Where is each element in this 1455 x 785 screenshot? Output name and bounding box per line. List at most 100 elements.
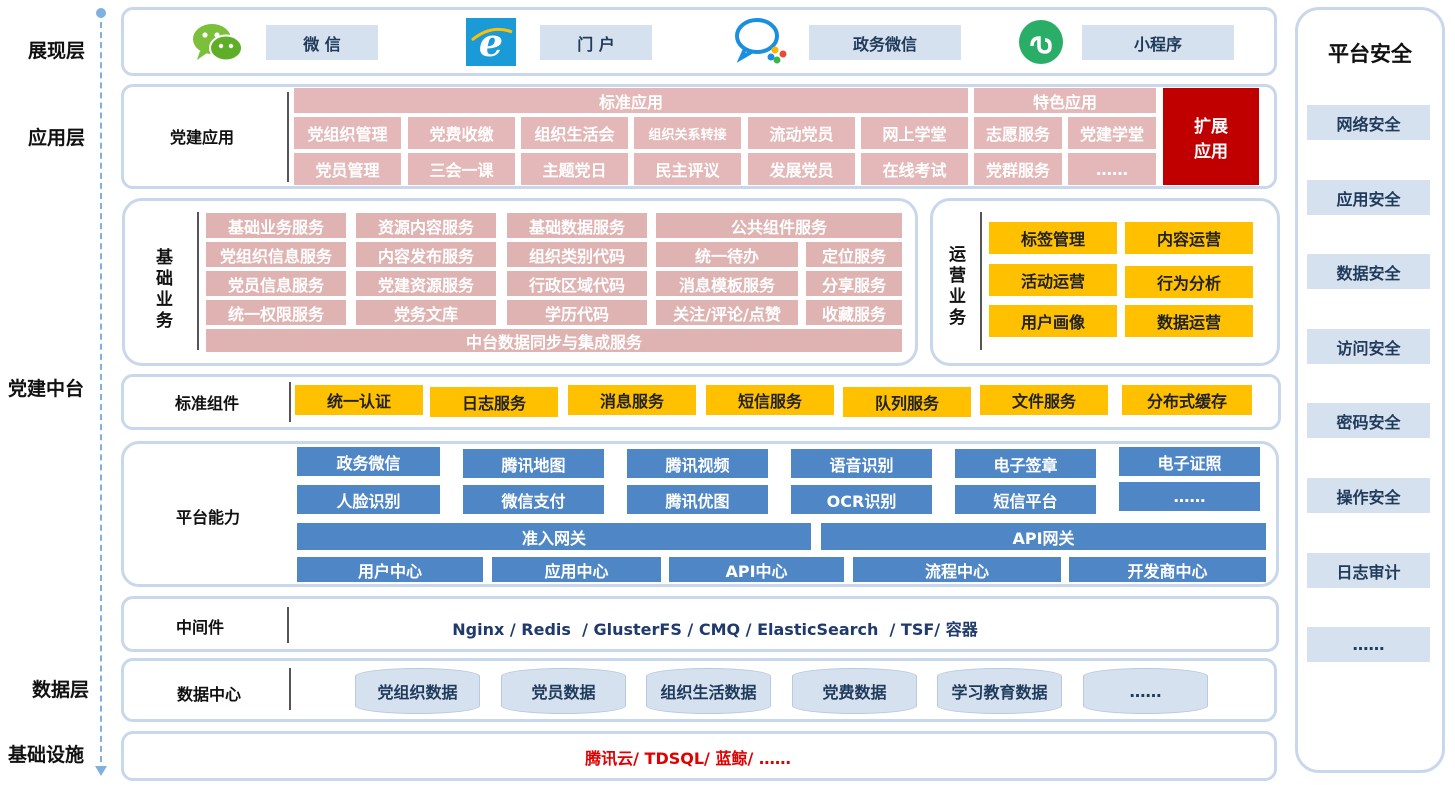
capability-item[interactable]: 电子证照 — [1119, 447, 1260, 476]
feature-app-item[interactable]: 党建学堂 — [1068, 117, 1156, 149]
party-app-label: 党建应用 — [169, 128, 234, 147]
service-item[interactable]: 组织类别代码 — [507, 242, 647, 267]
capability-item[interactable]: 微信支付 — [463, 485, 604, 514]
service-item[interactable]: 党建资源服务 — [356, 271, 496, 296]
platform-capability-label: 平台能力 — [175, 508, 240, 527]
database-cylinder[interactable]: 党费数据 — [792, 668, 917, 714]
service-item[interactable]: 内容发布服务 — [356, 242, 496, 267]
operation-item[interactable]: 行为分析 — [1125, 266, 1253, 298]
middleware-list: Nginx / Redis / GlusterFS / CMQ / Elasti… — [452, 620, 978, 639]
component-item[interactable]: 统一认证 — [295, 385, 423, 415]
capability-item[interactable]: 短信平台 — [955, 485, 1096, 514]
service-item[interactable]: 统一权限服务 — [206, 300, 346, 325]
service-item[interactable]: 消息模板服务 — [656, 271, 798, 296]
service-item[interactable]: 党组织信息服务 — [206, 242, 346, 267]
security-item[interactable]: …… — [1307, 627, 1430, 662]
data-center-label: 数据中心 — [176, 685, 241, 704]
app-item[interactable]: 党组织管理 — [294, 117, 401, 149]
operation-label: 运营业务 — [945, 245, 965, 329]
data-sync-service[interactable]: 中台数据同步与集成服务 — [206, 329, 902, 352]
service-item[interactable]: 党员信息服务 — [206, 271, 346, 296]
component-item[interactable]: 短信服务 — [706, 385, 834, 415]
app-item[interactable]: 三会一课 — [408, 153, 515, 185]
gov-wechat-icon — [733, 16, 789, 66]
service-item[interactable]: 定位服务 — [806, 242, 902, 267]
service-item[interactable]: 行政区域代码 — [507, 271, 647, 296]
component-item[interactable]: 分布式缓存 — [1122, 385, 1252, 415]
operation-item[interactable]: 数据运营 — [1125, 305, 1253, 337]
channel-wechat-label[interactable]: 微 信 — [266, 25, 378, 60]
feature-app-item[interactable]: 志愿服务 — [974, 117, 1062, 149]
security-item[interactable]: 访问安全 — [1307, 329, 1430, 364]
capability-item[interactable]: 腾讯视频 — [627, 449, 768, 478]
security-item[interactable]: 操作安全 — [1307, 478, 1430, 513]
service-item[interactable]: 学历代码 — [507, 300, 647, 325]
app-item[interactable]: 党费收缴 — [408, 117, 515, 149]
center-item[interactable]: 开发商中心 — [1069, 557, 1266, 582]
layer-label-infrastructure: 基础设施 — [8, 744, 85, 766]
capability-item[interactable]: 人脸识别 — [297, 485, 440, 514]
center-item[interactable]: API中心 — [669, 557, 844, 582]
basic-business-divider — [197, 212, 199, 350]
service-header: 基础数据服务 — [507, 213, 647, 238]
service-item[interactable]: 分享服务 — [806, 271, 902, 296]
extend-app-line1: 扩展 — [1194, 116, 1228, 137]
app-item[interactable]: 流动党员 — [748, 117, 855, 149]
access-gateway[interactable]: 准入网关 — [297, 523, 811, 550]
app-item[interactable]: 党员管理 — [294, 153, 401, 185]
app-item[interactable]: 主题党日 — [521, 153, 628, 185]
infrastructure-text: 腾讯云/ TDSQL/ 蓝鲸/ …… — [585, 749, 791, 768]
operation-item[interactable]: 用户画像 — [989, 305, 1117, 337]
operation-item[interactable]: 标签管理 — [989, 222, 1117, 254]
database-cylinder[interactable]: 学习教育数据 — [937, 668, 1062, 714]
database-cylinder[interactable]: …… — [1083, 668, 1208, 714]
app-item[interactable]: 在线考试 — [861, 153, 968, 185]
operation-item[interactable]: 活动运营 — [989, 264, 1117, 296]
layer-label-presentation: 展现层 — [28, 40, 86, 62]
middleware-divider — [287, 607, 289, 643]
component-item[interactable]: 队列服务 — [843, 387, 971, 417]
channel-portal-label[interactable]: 门 户 — [540, 25, 652, 60]
extend-app-button[interactable]: 扩展 应用 — [1163, 88, 1259, 185]
layer-axis — [100, 12, 102, 772]
security-item[interactable]: 数据安全 — [1307, 254, 1430, 289]
capability-item[interactable]: 电子签章 — [955, 449, 1096, 478]
database-cylinder[interactable]: 党组织数据 — [355, 668, 480, 714]
capability-item[interactable]: 腾讯优图 — [627, 485, 768, 514]
app-item[interactable]: 发展党员 — [748, 153, 855, 185]
channel-gov-wechat-label[interactable]: 政务微信 — [809, 25, 961, 60]
center-item[interactable]: 应用中心 — [492, 557, 661, 582]
feature-app-item[interactable]: …… — [1068, 153, 1156, 185]
service-item[interactable]: 党务文库 — [356, 300, 496, 325]
center-item[interactable]: 流程中心 — [853, 557, 1061, 582]
component-item[interactable]: 文件服务 — [980, 385, 1108, 415]
security-item[interactable]: 日志审计 — [1307, 553, 1430, 588]
capability-item[interactable]: OCR识别 — [791, 485, 932, 514]
security-item[interactable]: 应用安全 — [1307, 180, 1430, 215]
service-item[interactable]: 关注/评论/点赞 — [656, 300, 798, 325]
capability-item[interactable]: 语音识别 — [791, 449, 932, 478]
service-item[interactable]: 收藏服务 — [806, 300, 902, 325]
infrastructure-panel — [121, 731, 1277, 781]
database-cylinder[interactable]: 党员数据 — [501, 668, 626, 714]
database-cylinder[interactable]: 组织生活数据 — [646, 668, 771, 714]
app-item[interactable]: 组织关系转接 — [634, 117, 741, 149]
api-gateway[interactable]: API网关 — [821, 523, 1266, 550]
component-item[interactable]: 日志服务 — [430, 387, 558, 417]
app-item[interactable]: 民主评议 — [634, 153, 741, 185]
capability-item[interactable]: …… — [1119, 482, 1260, 511]
operation-item[interactable]: 内容运营 — [1125, 222, 1253, 254]
center-item[interactable]: 用户中心 — [297, 557, 483, 582]
security-item[interactable]: 密码安全 — [1307, 403, 1430, 438]
ie-browser-icon: e — [466, 18, 516, 66]
component-item[interactable]: 消息服务 — [568, 385, 696, 415]
capability-item[interactable]: 腾讯地图 — [463, 449, 604, 478]
capability-item[interactable]: 政务微信 — [297, 447, 440, 476]
security-item[interactable]: 网络安全 — [1307, 105, 1430, 140]
app-item[interactable]: 组织生活会 — [521, 117, 628, 149]
app-item[interactable]: 网上学堂 — [861, 117, 968, 149]
service-item[interactable]: 统一待办 — [656, 242, 798, 267]
feature-app-item[interactable]: 党群服务 — [974, 153, 1062, 185]
layer-label-data: 数据层 — [32, 679, 90, 701]
channel-mini-program-label[interactable]: 小程序 — [1082, 25, 1234, 60]
